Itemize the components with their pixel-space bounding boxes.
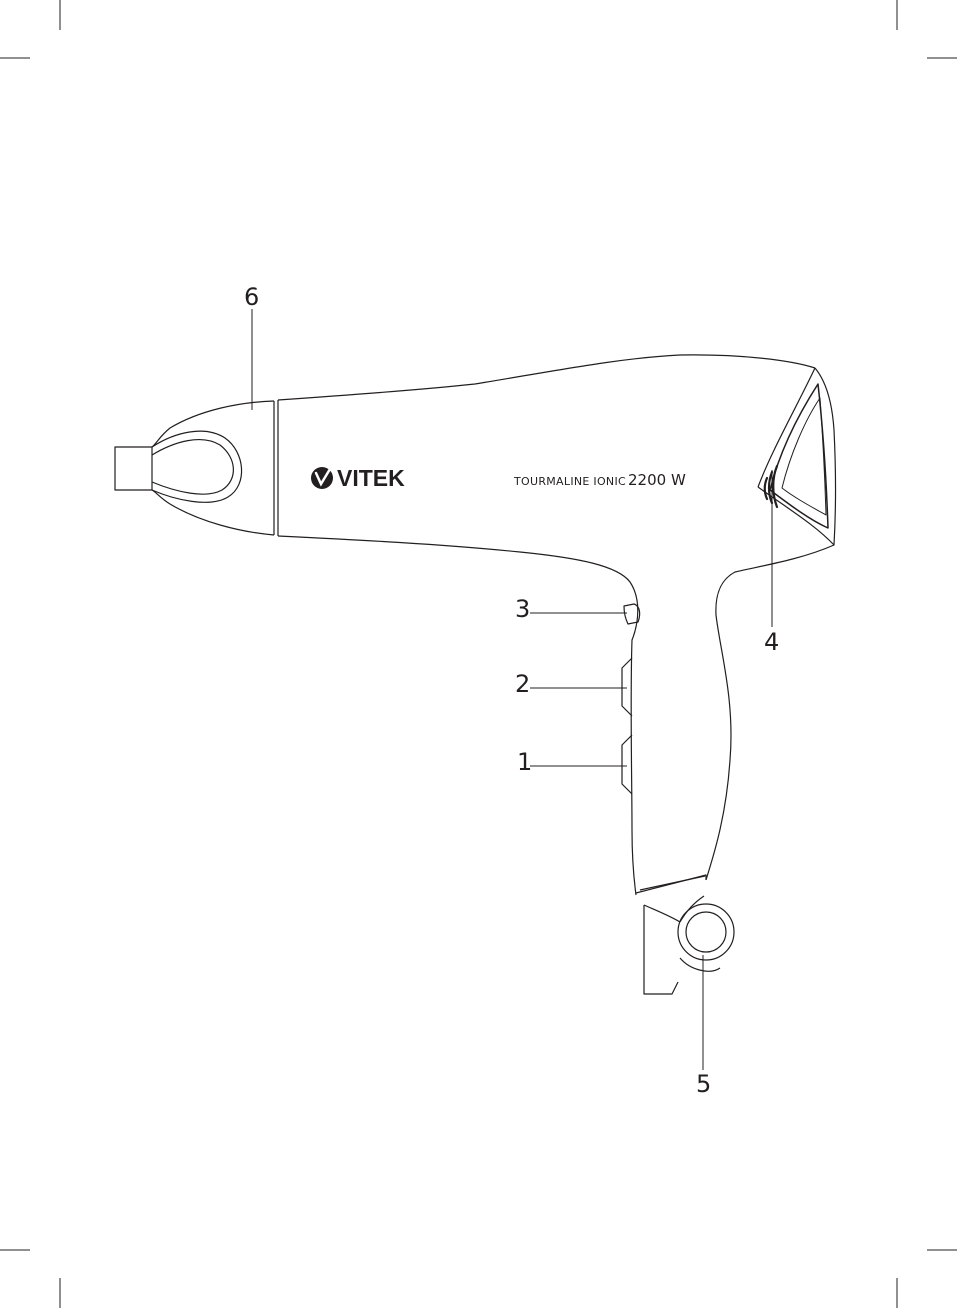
callout-6: 6 (244, 283, 259, 311)
model-label: TOURMALINE IONIC (513, 475, 626, 488)
callout-3: 3 (515, 595, 530, 623)
callout-4: 4 (764, 628, 779, 656)
vitek-logo-icon (311, 467, 333, 489)
hanging-loop-inner (686, 912, 726, 952)
power-label: 2200 W (628, 471, 686, 489)
brand-name: VITEK (337, 465, 405, 491)
rear-grille (758, 368, 815, 487)
hair-dryer-body (115, 355, 836, 994)
callout-2: 2 (515, 670, 530, 698)
callout-5: 5 (696, 1070, 711, 1098)
switch-1-shape (622, 735, 632, 794)
callout-1: 1 (517, 748, 532, 776)
callout-leaders (252, 309, 772, 1070)
switch-2-shape (622, 658, 632, 716)
